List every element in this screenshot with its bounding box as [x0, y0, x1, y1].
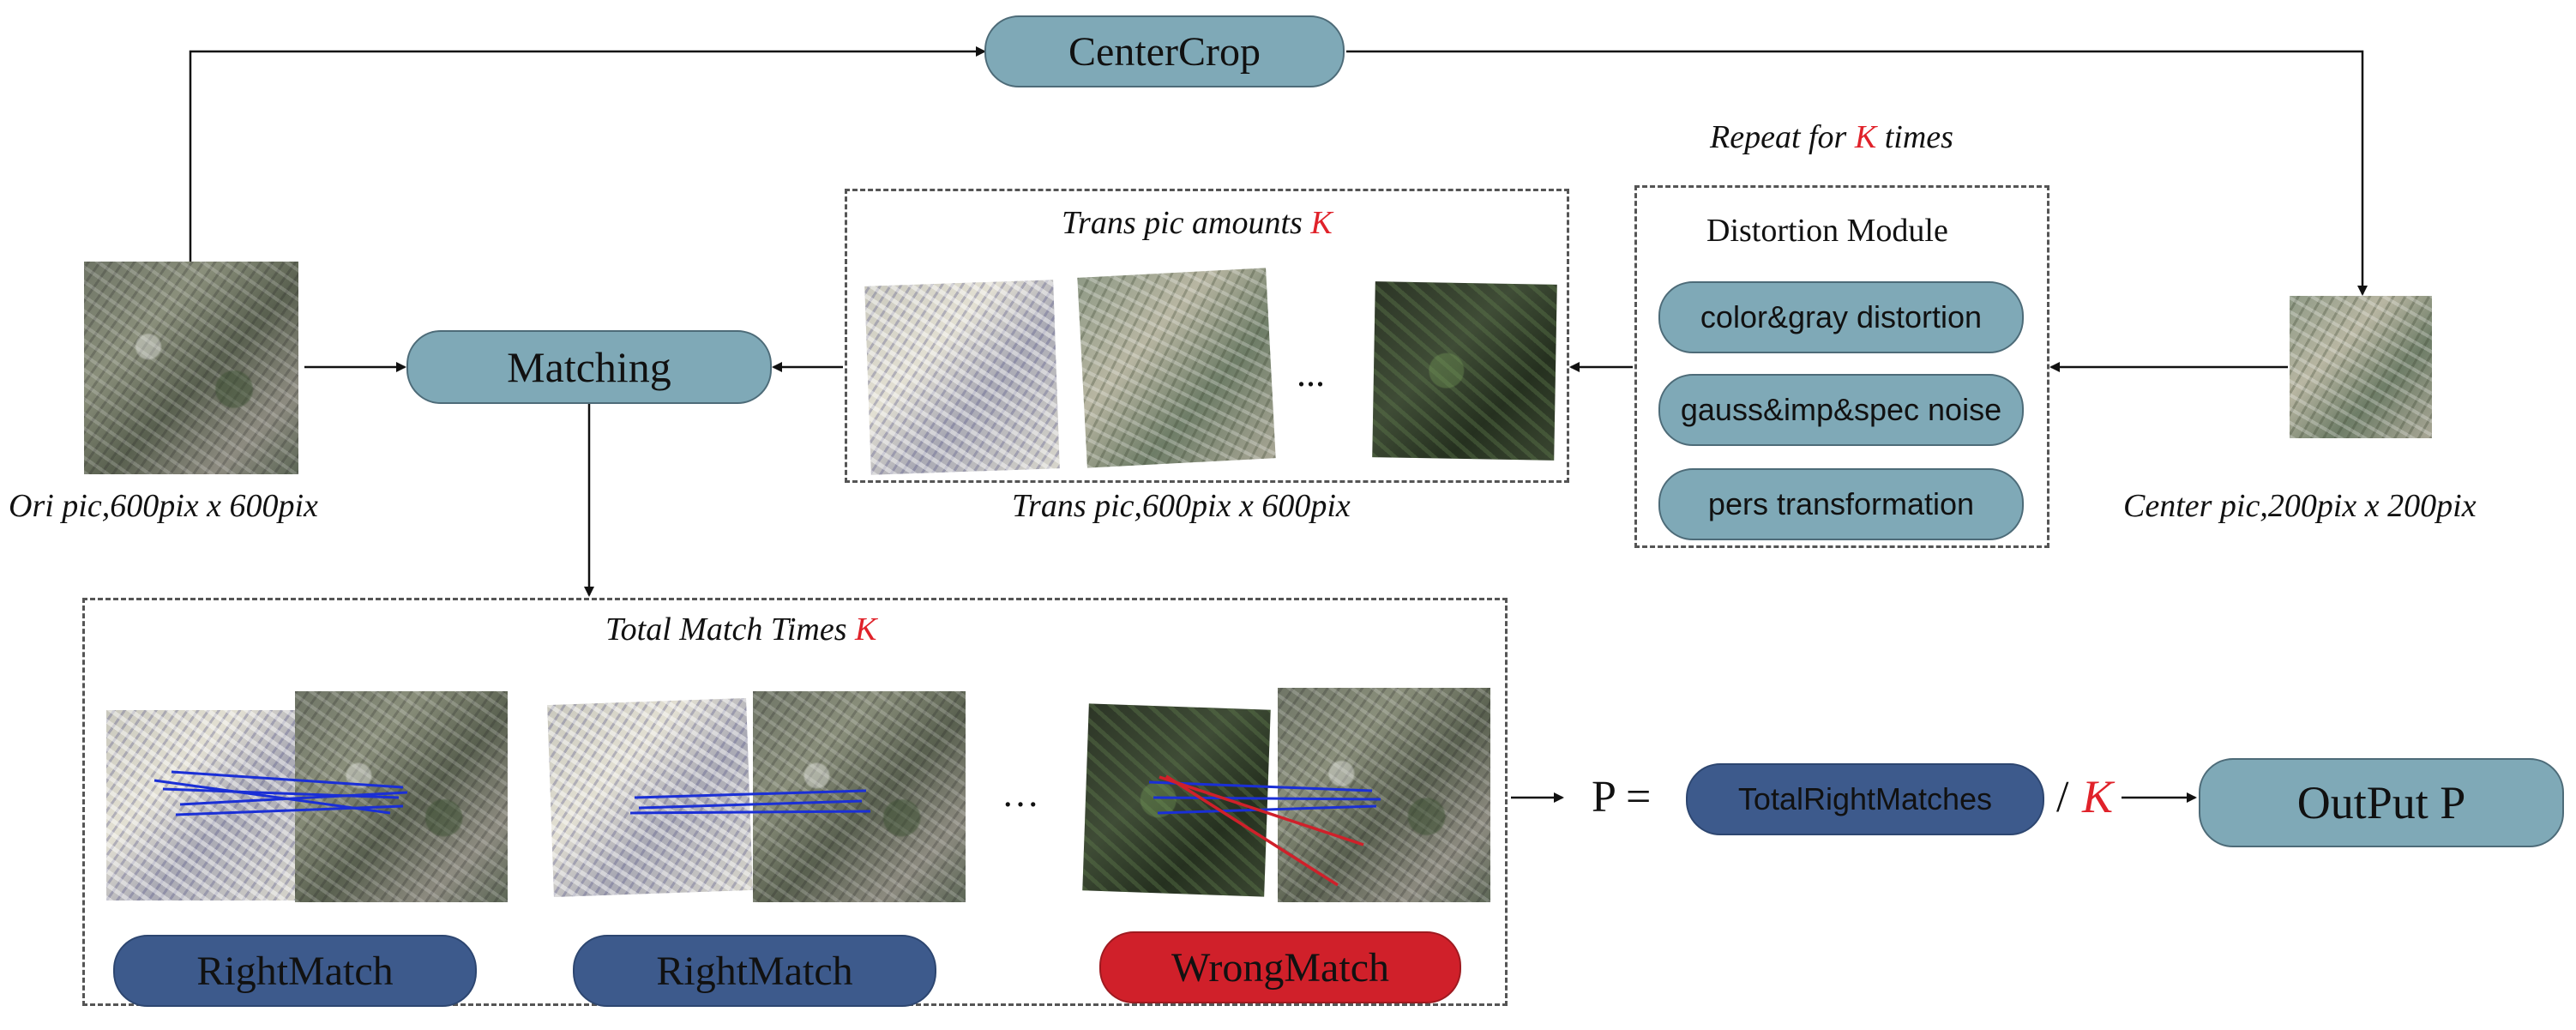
noise-node: gauss&imp&spec noise: [1658, 374, 2024, 446]
match2-lines: [629, 789, 871, 815]
repeat-suffix: times: [1884, 119, 1953, 155]
matchk-lines: [1148, 774, 1381, 887]
wrong-match-label: WrongMatch: [1171, 944, 1389, 991]
wrong-match: WrongMatch: [1099, 931, 1461, 1003]
right-match-1: RightMatch: [113, 935, 477, 1007]
noise-label: gauss&imp&spec noise: [1680, 392, 2002, 427]
centercrop-node: CenterCrop: [984, 15, 1345, 87]
distortion-module-title: Distortion Module: [1706, 213, 1948, 249]
match-ellipsis: …: [1002, 773, 1039, 815]
total-match-text: Total Match Times: [605, 611, 847, 648]
trans-amounts-k: K: [1310, 205, 1333, 241]
repeat-label: Repeat for K times: [1710, 118, 1953, 156]
trans-image-caption: Trans pic,600pix x 600pix: [1012, 488, 1351, 524]
pers-label: pers transformation: [1707, 486, 1975, 521]
trans-ellipsis: ...: [1297, 352, 1325, 395]
total-match-k: K: [855, 611, 877, 648]
center-image: [2290, 296, 2432, 438]
trans-pic-group: [845, 189, 1569, 483]
match2-ori-image: [753, 691, 966, 902]
divide-slash: /: [2056, 773, 2069, 822]
matching-node: Matching: [406, 330, 772, 404]
matchk-ori-image: [1278, 688, 1490, 902]
match1-trans-image: [106, 710, 297, 900]
matching-label: Matching: [507, 343, 671, 391]
formula-k: K: [2082, 771, 2114, 822]
total-match-title: Total Match Times K: [605, 611, 876, 648]
arrow-ori-to-centercrop: [189, 46, 986, 262]
original-image: [84, 262, 298, 474]
match1-lines: [153, 770, 408, 816]
trans-amounts-title: Trans pic amounts K: [1062, 204, 1333, 242]
arrow-centercrop-to-center-pic: [1346, 50, 2368, 296]
total-right-matches-label: TotalRightMatches: [1737, 781, 1993, 816]
repeat-prefix: Repeat for: [1710, 119, 1847, 155]
right-match-1-label: RightMatch: [196, 948, 394, 994]
centercrop-label: CenterCrop: [1068, 28, 1261, 75]
right-match-2: RightMatch: [573, 935, 936, 1007]
total-right-matches-node: TotalRightMatches: [1686, 763, 2044, 835]
right-match-2-label: RightMatch: [656, 948, 853, 994]
color-gray-label: color&gray distortion: [1700, 299, 1983, 334]
p-equals: P =: [1592, 773, 1652, 822]
original-image-caption: Ori pic,600pix x 600pix: [9, 488, 318, 524]
output-p-label: OutPut P: [2296, 777, 2466, 828]
repeat-k: K: [1854, 119, 1877, 155]
color-gray-distortion-node: color&gray distortion: [1658, 281, 2024, 353]
trans-amounts-text: Trans pic amounts: [1062, 205, 1303, 241]
output-p-node: OutPut P: [2199, 758, 2564, 847]
center-image-caption: Center pic,200pix x 200pix: [2123, 488, 2477, 524]
pers-transformation-node: pers transformation: [1658, 468, 2024, 540]
distortion-module-group: [1634, 185, 2049, 548]
